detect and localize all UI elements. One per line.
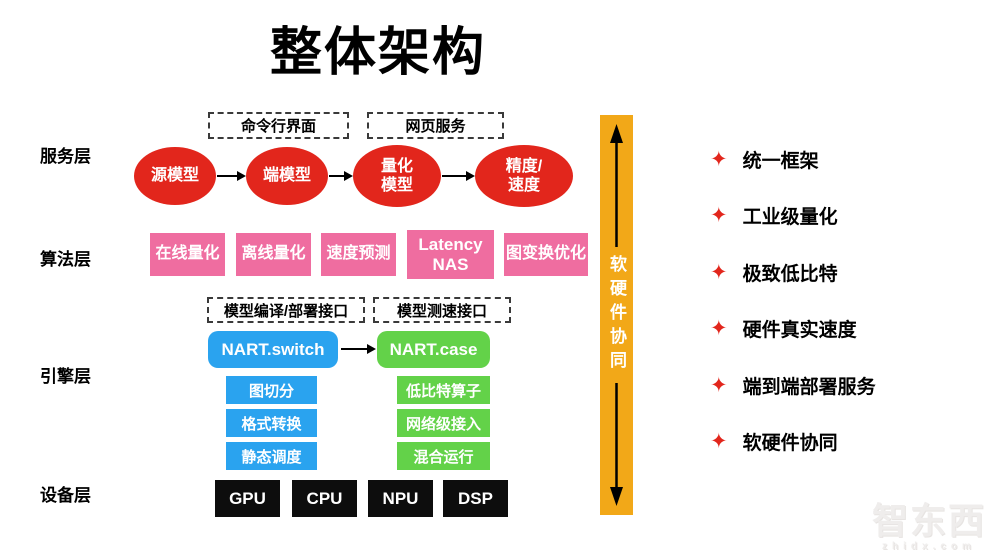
diamond-bullet-icon: ✦	[710, 260, 728, 284]
diamond-bullet-icon: ✦	[710, 147, 728, 171]
algo-box-speed-predict: 速度预测	[321, 233, 396, 276]
watermark-domain: zhidx.com	[882, 541, 976, 552]
switch-module-graph-partition: 图切分	[226, 376, 317, 404]
node-label-line1: 量化	[380, 157, 413, 175]
speed-test-interface-box: 模型测速接口	[373, 297, 511, 323]
arrow-quantized-to-accuracy	[442, 171, 475, 181]
nart-case-box: NART.case	[377, 331, 490, 368]
node-label-line2: 速度	[507, 177, 540, 194]
hw-sw-codesign-label: 软硬件协同	[607, 255, 626, 375]
hw-sw-codesign-bar: 软硬件协同	[600, 115, 633, 515]
pipeline-node-quantized-model: 量化 模型	[353, 145, 441, 207]
arrow-edge-to-quantized	[329, 171, 353, 181]
feature-label: 统一框架	[742, 150, 819, 172]
feature-hardware-real-speed: ✦ 硬件真实速度	[710, 316, 857, 341]
diamond-bullet-icon: ✦	[710, 316, 728, 340]
algo-box-offline-quant: 离线量化	[236, 233, 311, 276]
pipeline-node-source-model: 源模型	[134, 147, 216, 205]
node-label-line1: 精度/	[505, 157, 543, 175]
algo-box-online-quant: 在线量化	[150, 233, 225, 276]
feature-label: 软硬件协同	[742, 432, 838, 454]
diamond-bullet-icon: ✦	[710, 429, 728, 453]
feature-industrial-quant: ✦ 工业级量化	[710, 203, 838, 228]
watermark-logo: 智东西	[871, 500, 986, 541]
node-label-line2: 模型	[380, 177, 413, 194]
device-box-cpu: CPU	[292, 480, 357, 517]
feature-label: 端到端部署服务	[742, 376, 876, 398]
algo-box-graph-transform: 图变换优化	[504, 233, 588, 276]
feature-e2e-deployment: ✦ 端到端部署服务	[710, 373, 876, 398]
feature-label: 工业级量化	[742, 206, 838, 228]
double-arrow-icon	[610, 124, 623, 506]
case-module-network-access: 网络级接入	[397, 409, 490, 437]
layer-label-service: 服务层	[40, 147, 91, 166]
switch-module-static-schedule: 静态调度	[226, 442, 317, 470]
feature-label: 硬件真实速度	[742, 319, 857, 341]
nart-switch-box: NART.switch	[208, 331, 338, 368]
pipeline-node-accuracy-speed: 精度/ 速度	[475, 145, 573, 207]
arrow-switch-to-case	[341, 344, 376, 354]
switch-module-format-convert: 格式转换	[226, 409, 317, 437]
device-box-npu: NPU	[368, 480, 433, 517]
algo-box-latency-nas: Latency NAS	[407, 230, 494, 279]
device-box-gpu: GPU	[215, 480, 280, 517]
layer-label-device: 设备层	[40, 486, 91, 505]
feature-extreme-lowbit: ✦ 极致低比特	[710, 260, 838, 285]
pipeline-node-edge-model: 端模型	[246, 147, 328, 205]
node-label: 端模型	[262, 167, 311, 185]
watermark: 智东西 zhidx.com	[871, 500, 986, 553]
feature-label: 极致低比特	[742, 263, 838, 285]
device-box-dsp: DSP	[443, 480, 508, 517]
node-label: 源模型	[150, 167, 199, 185]
compile-deploy-interface-box: 模型编译/部署接口	[207, 297, 365, 323]
layer-label-engine: 引擎层	[40, 367, 91, 386]
diamond-bullet-icon: ✦	[710, 203, 728, 227]
feature-hw-sw-codesign: ✦ 软硬件协同	[710, 429, 838, 454]
layer-label-algorithm: 算法层	[40, 250, 91, 269]
diamond-bullet-icon: ✦	[710, 373, 728, 397]
web-service-box: 网页服务	[367, 112, 504, 139]
case-module-lowbit-operator: 低比特算子	[397, 376, 490, 404]
page-title: 整体架构	[269, 24, 486, 82]
cli-interface-box: 命令行界面	[208, 112, 349, 139]
case-module-hybrid-run: 混合运行	[397, 442, 490, 470]
arrow-source-to-edge	[217, 171, 246, 181]
feature-unified-framework: ✦ 统一框架	[710, 147, 819, 172]
